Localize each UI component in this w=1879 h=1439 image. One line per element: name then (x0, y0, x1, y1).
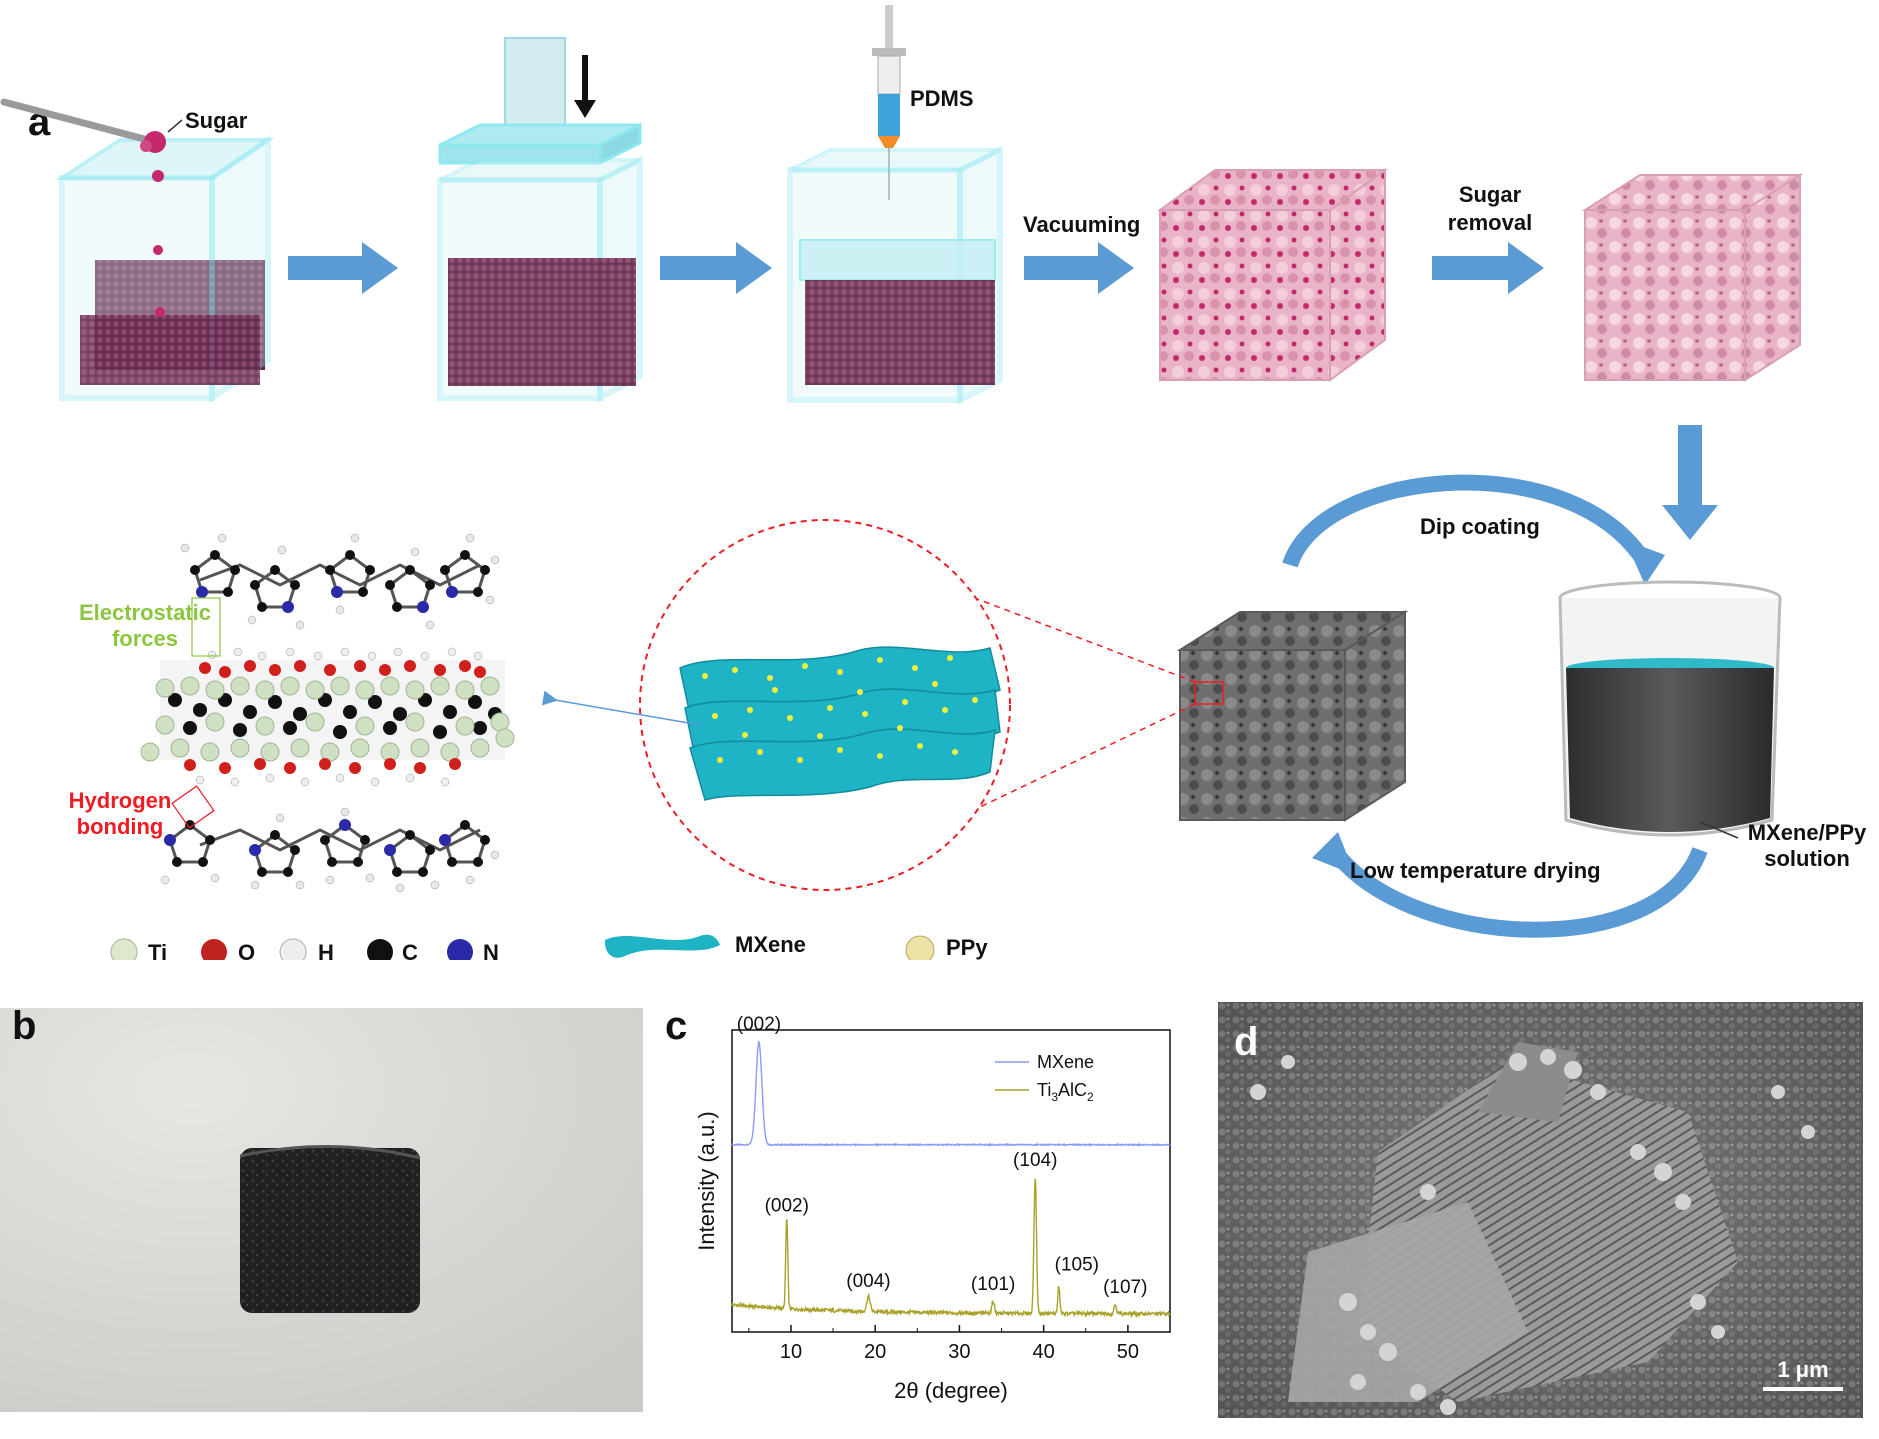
mold-box-2 (437, 37, 643, 404)
mxene-zoom-circle (639, 519, 1011, 891)
x-tick-label: 40 (1033, 1341, 1055, 1363)
legend-n: N (483, 940, 499, 965)
label-sugar: Sugar (185, 108, 248, 133)
molecular-structure (140, 533, 515, 893)
dip-coating-arrow (1282, 474, 1647, 568)
label-electrostatic-1: Electrostatic (78, 600, 212, 625)
mold-box-3 (787, 5, 1003, 405)
atom-legend (110, 934, 935, 960)
mold-box-1 (55, 134, 275, 404)
sugar-pdms-cube (1156, 168, 1389, 382)
peak-label: (105) (1055, 1255, 1099, 1276)
label-electrostatic-2: forces (111, 626, 179, 651)
beaker (1558, 580, 1782, 839)
label-solution-1: MXene/PPy (1747, 820, 1867, 845)
y-axis-label: Intensity (a.u.) (694, 1111, 719, 1250)
drying-arrow (1333, 846, 1708, 938)
panel-d-letter: d (1234, 1020, 1259, 1064)
panel-b-photo: b (0, 1004, 643, 1412)
legend-o: O (238, 940, 256, 965)
peak-label: (004) (846, 1271, 890, 1292)
spoon (0, 98, 183, 153)
label-vacuuming: Vacuuming (1023, 212, 1141, 237)
coated-foam-cube (1176, 610, 1409, 822)
press-down-arrow (574, 55, 596, 118)
label-pdms: PDMS (910, 86, 974, 111)
panel-d-sem: d 1 μm (1218, 1002, 1863, 1418)
legend-c: C (402, 940, 418, 965)
zoom-pointer (541, 690, 701, 726)
plot-frame (731, 1029, 1171, 1333)
x-axis-label: 2θ (degree) (894, 1378, 1008, 1403)
label-hydrogen-1: Hydrogen (68, 788, 172, 813)
legend-ti: Ti (148, 940, 168, 965)
label-hydrogen-2: bonding (76, 814, 164, 839)
legend-ppy: PPy (946, 935, 988, 960)
flow-arrow-2 (660, 242, 772, 294)
label-sugar-removal-1: Sugar (1458, 182, 1522, 207)
x-tick-label: 30 (948, 1341, 970, 1363)
legend-mxene: MXene (735, 932, 806, 957)
scale-bar-label: 1 μm (1777, 1357, 1829, 1382)
pdms-foam-cube (1581, 173, 1804, 382)
peak-label: (002) (737, 1014, 781, 1035)
series-line-1 (731, 1178, 1171, 1319)
legend-label-ti3alc2: Ti3AlC2 (1037, 1080, 1094, 1104)
legend-h: H (318, 940, 334, 965)
panel-c-letter: c (665, 1004, 688, 1048)
label-solution-2: solution (1764, 846, 1850, 871)
x-tick-label: 20 (864, 1341, 886, 1363)
flow-arrow-1 (288, 242, 398, 294)
foam-photo (0, 1008, 643, 1412)
sem-image (1218, 1002, 1863, 1418)
xrd-chart: 10 20 30 40 50 2θ (degree) Intensity (a.u.) (0… (694, 1014, 1171, 1403)
label-low-temperature-drying: Low temperature drying (1350, 858, 1601, 883)
flow-arrow-down (1662, 425, 1718, 540)
panel-b-letter: b (12, 1004, 37, 1048)
panel-a-drawing (0, 5, 1804, 960)
x-tick-label: 10 (780, 1341, 802, 1363)
legend-label-mxene: MXene (1037, 1052, 1094, 1072)
peak-label: (104) (1013, 1150, 1057, 1171)
flow-arrow-3 (1024, 242, 1134, 294)
x-tick-label: 50 (1117, 1341, 1139, 1363)
label-dip-coating: Dip coating (1420, 514, 1540, 539)
flow-arrow-4 (1432, 242, 1544, 294)
peak-label: (107) (1103, 1277, 1147, 1298)
peak-label: (002) (765, 1195, 809, 1216)
label-sugar-removal-2: removal (1447, 210, 1533, 235)
peak-label: (101) (971, 1274, 1015, 1295)
series-line-0 (731, 1039, 1171, 1148)
